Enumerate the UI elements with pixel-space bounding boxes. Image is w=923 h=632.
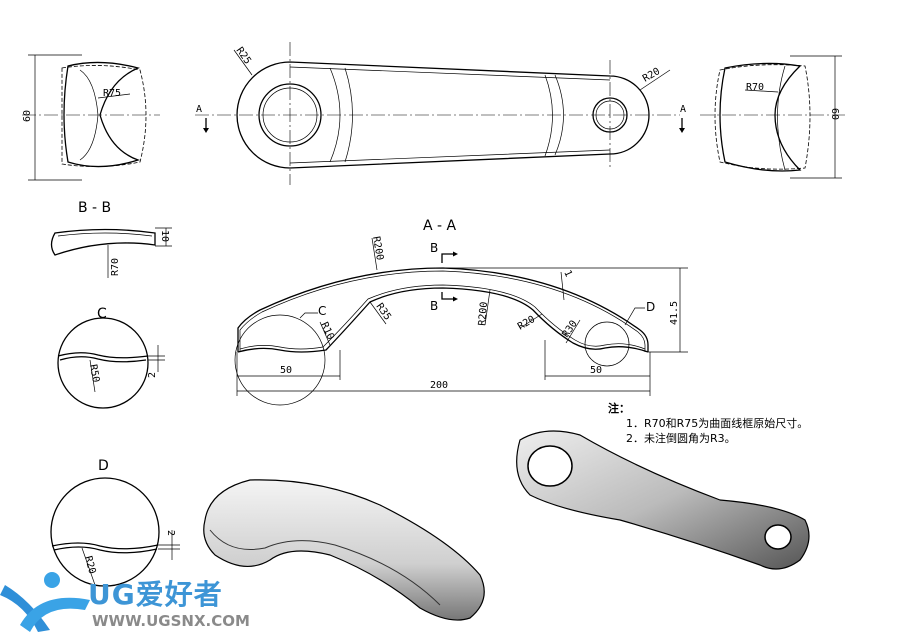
- detail-d: D 2 R20: [50, 458, 180, 587]
- detail-d-title: D: [98, 458, 109, 474]
- section-a-a: A - A C D R200 B B R200 R35 R10 R20 R30 …: [234, 218, 688, 406]
- detail-c-title: C: [97, 306, 107, 322]
- note-1: 1．R70和R75为曲面线框原始尺寸。: [626, 417, 809, 430]
- section-b-bottom: B: [430, 299, 438, 313]
- render-3d-side: [203, 479, 485, 621]
- dim-2-d: 2: [165, 530, 176, 536]
- notes: 注： 1．R70和R75为曲面线框原始尺寸。 2．未注倒圆角为R3。: [608, 401, 808, 446]
- dim-2-c: 2: [147, 372, 158, 378]
- radius-r20: R20: [641, 66, 662, 85]
- dim-height-41-5: 41.5: [669, 301, 680, 325]
- detail-d-label: D: [646, 300, 655, 314]
- section-b-top: B: [430, 241, 438, 255]
- radius-r10: R10: [318, 321, 336, 342]
- radius-r50: R50: [87, 364, 101, 384]
- logo-brand: UG爱好者: [88, 578, 223, 611]
- dim-60-left: 60: [22, 110, 33, 122]
- dim-50-right: 50: [590, 365, 602, 376]
- radius-r70: R70: [746, 82, 764, 93]
- dim-200: 200: [430, 380, 448, 391]
- right-side-view: 60 R70: [700, 55, 845, 179]
- dim-60-right: 60: [829, 108, 840, 120]
- top-view: R25 R20 A A: [195, 42, 686, 185]
- logo-mark-icon: [0, 572, 90, 632]
- section-mark-a-right: A: [680, 104, 686, 115]
- left-side-view: 60 R75: [22, 54, 160, 181]
- dim-50-left: 50: [280, 365, 292, 376]
- logo: UG爱好者 WWW.UGSNX.COM: [0, 565, 270, 632]
- section-bb-title: B - B: [78, 200, 111, 216]
- radius-r25: R25: [234, 45, 253, 66]
- radius-r30: R30: [560, 319, 579, 340]
- render-3d-iso: [516, 430, 810, 570]
- dim-10: 10: [159, 230, 170, 242]
- outer-radius-r200: R200: [370, 236, 385, 262]
- section-b-b: B - B 10 R70: [50, 200, 172, 278]
- section-mark-a-left: A: [196, 104, 202, 115]
- logo-url: WWW.UGSNX.COM: [92, 612, 250, 630]
- inner-radius-r200: R200: [477, 301, 490, 326]
- radius-r75: R75: [103, 88, 121, 99]
- note-2: 2．未注倒圆角为R3。: [626, 432, 736, 445]
- section-aa-title: A - A: [423, 218, 457, 234]
- detail-c: C 2 R50: [57, 306, 165, 409]
- notes-heading: 注：: [608, 402, 630, 415]
- radius-r20-d: R20: [82, 555, 97, 575]
- radius-r20-aa: R20: [516, 314, 537, 333]
- thickness-1: 1: [561, 269, 574, 279]
- radius-r70-bb: R70: [110, 258, 121, 276]
- radius-r35: R35: [374, 301, 393, 322]
- detail-c-label: C: [318, 304, 326, 318]
